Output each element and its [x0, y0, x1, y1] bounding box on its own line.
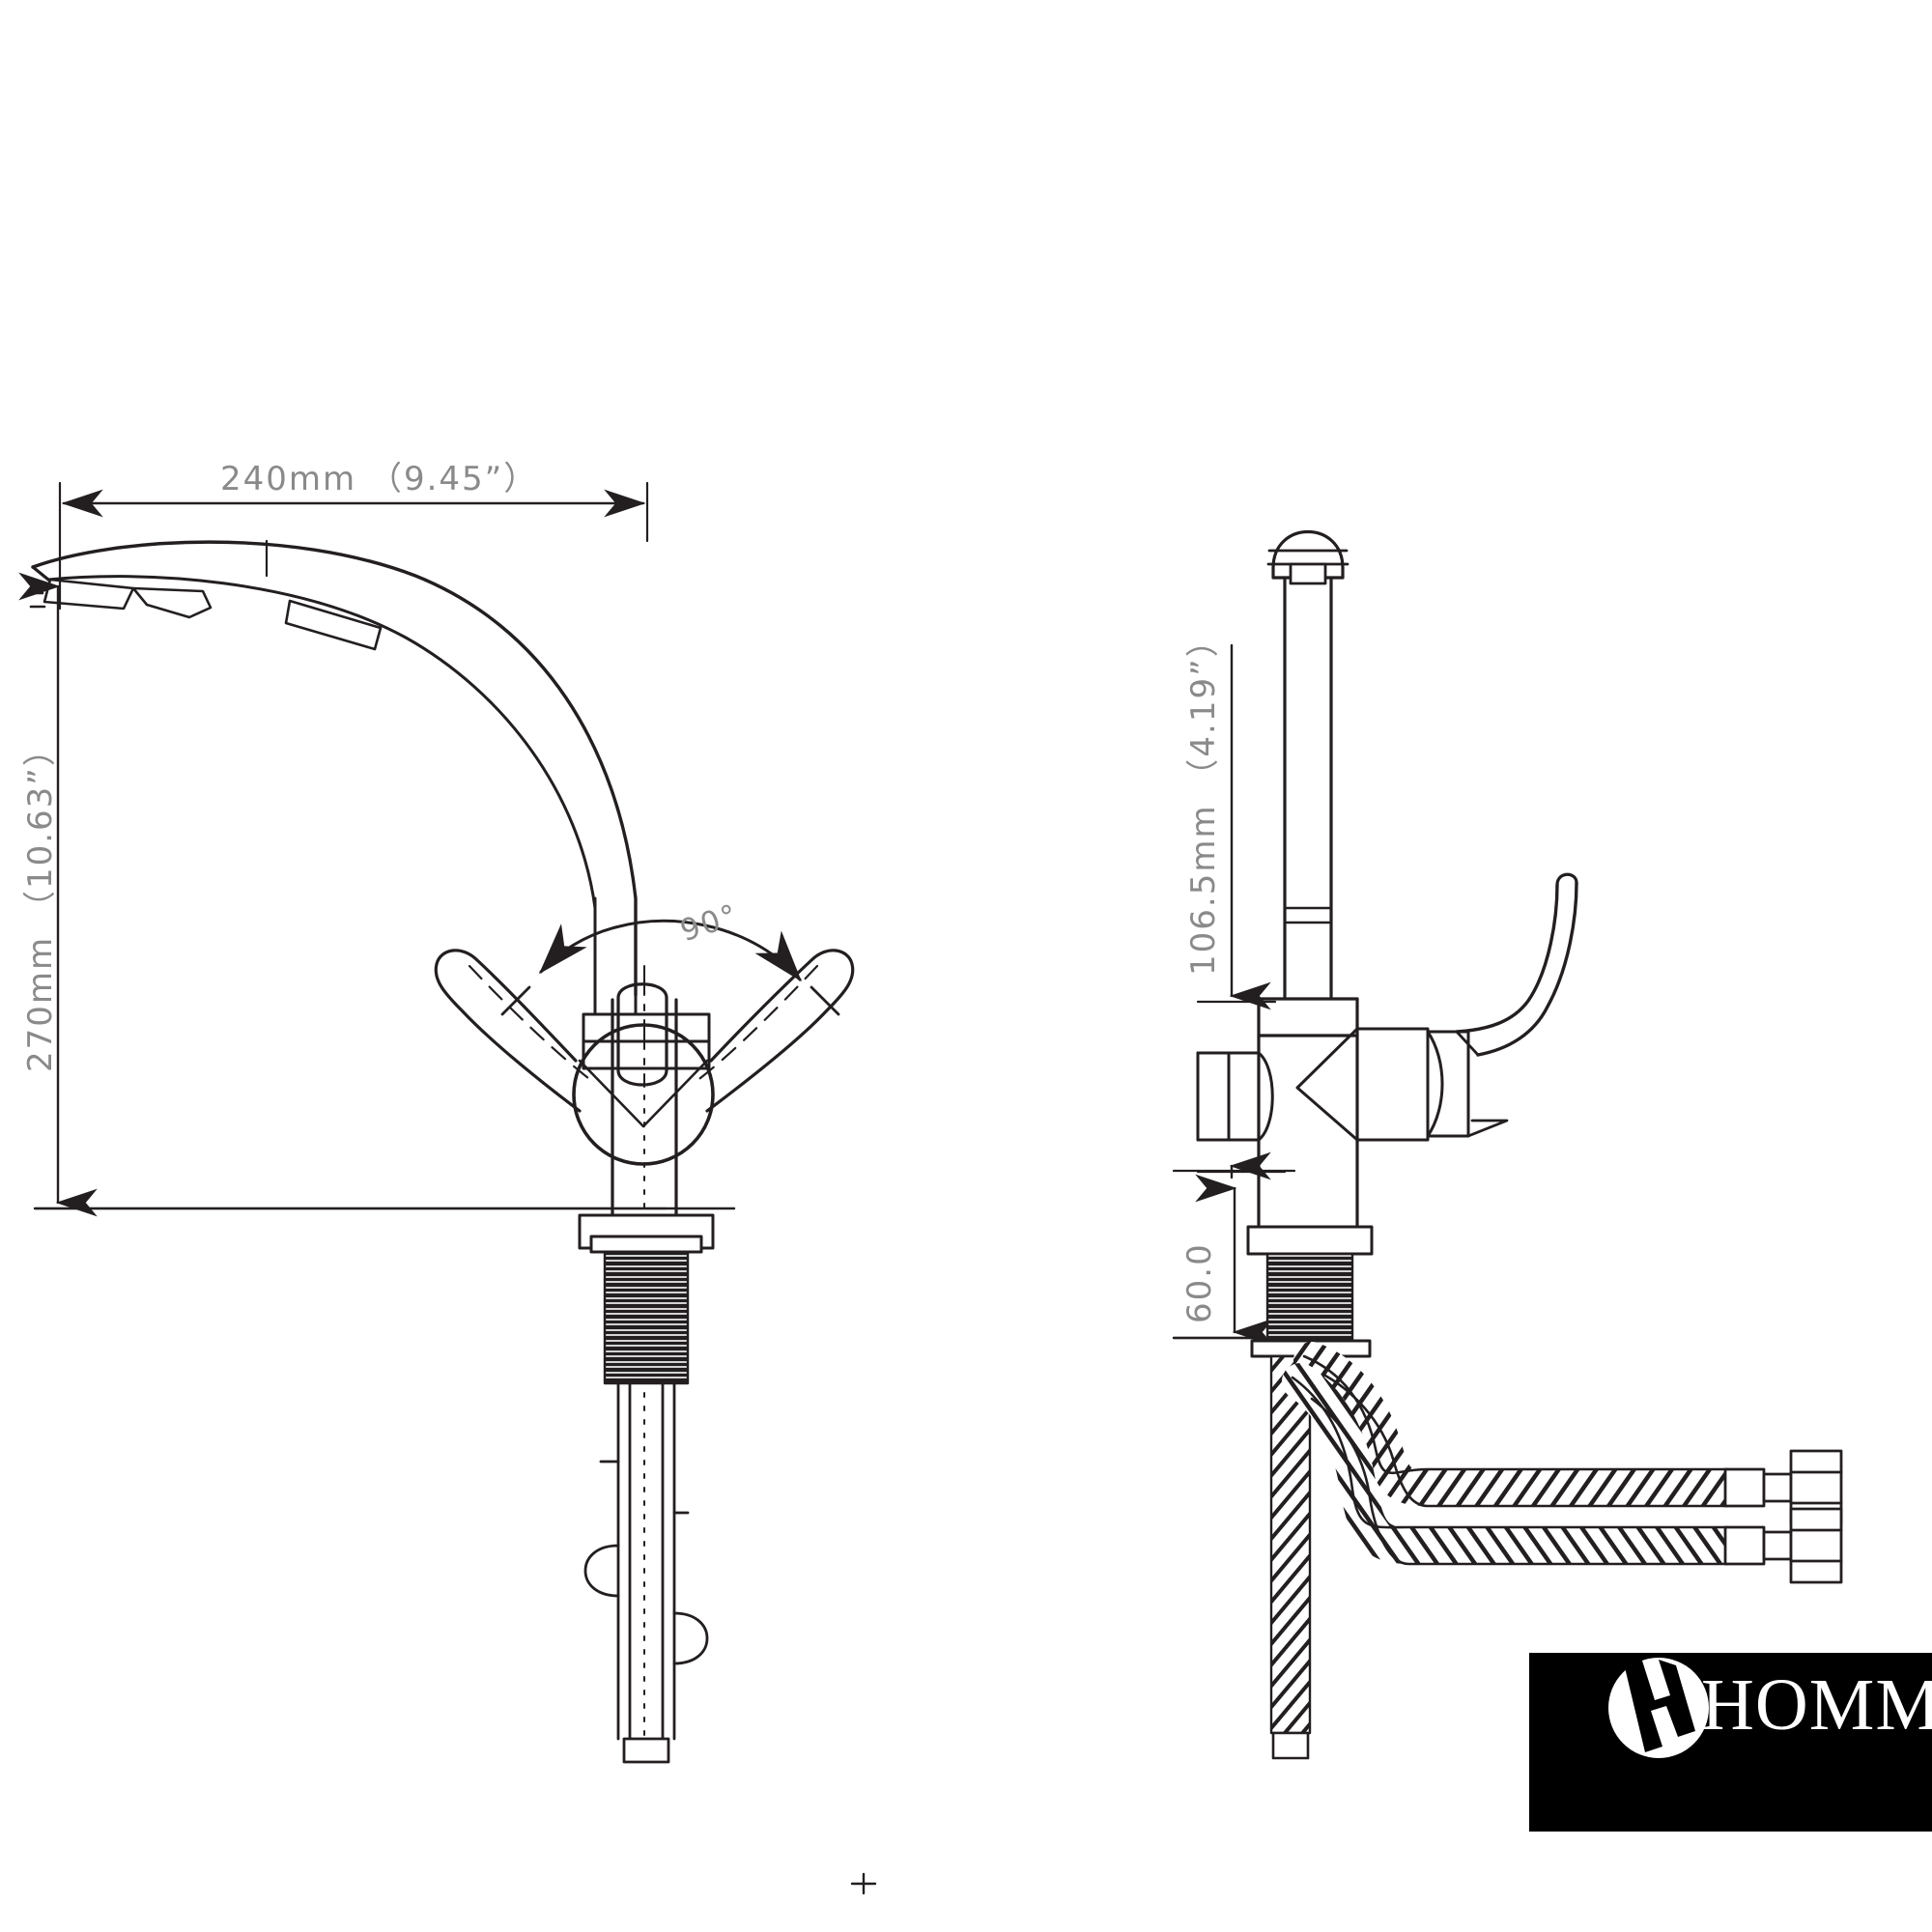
side-lever-handle-back — [1476, 881, 1578, 1057]
side-lever-root — [1455, 1030, 1480, 1057]
spout-tip-cap — [31, 565, 50, 582]
lever-hidden-lines — [468, 964, 819, 1084]
threaded-shank — [603, 1246, 690, 1385]
hose-fitting-lower — [1723, 1507, 1843, 1584]
side-braided-tail — [1269, 1354, 1312, 1735]
spout-stem — [593, 896, 638, 1014]
supply-hose-lower-outline — [1291, 1376, 1729, 1566]
supply-hose-lower — [1282, 1363, 1746, 1564]
side-spout-cap — [1271, 529, 1345, 580]
supply-hose-upper-outline — [1302, 1354, 1729, 1508]
hub-v-detail — [578, 1059, 709, 1128]
dimension-label-body-height: 106.5mm （4.19”） — [1184, 622, 1223, 976]
brand-wordmark: HOMMIX — [1701, 1664, 1932, 1746]
brand-logo: HOMMIX — [1529, 1653, 1932, 1832]
aerator-outlet — [29, 578, 383, 651]
side-spout-tube — [1283, 576, 1333, 999]
side-escutcheon — [1246, 1225, 1374, 1256]
cartridge-stem — [616, 982, 668, 1087]
body-column — [611, 998, 678, 1217]
hommix-monogram-icon — [1608, 1658, 1709, 1758]
dimension-label-shank-length: 60.0 — [1180, 1242, 1219, 1323]
front-elevation-view — [18, 481, 855, 1764]
side-elevation-view — [1172, 529, 1843, 1760]
side-body-block — [1257, 997, 1359, 1229]
registration-mark — [850, 1872, 877, 1895]
dimension-label-spout-reach: 240mm （9.45”） — [220, 460, 539, 498]
side-spout-tube-joints — [1283, 906, 1333, 924]
swivel-arrow-tails — [500, 985, 840, 1016]
supply-hose-upper — [1293, 1342, 1746, 1506]
side-lever-underside — [1466, 1119, 1509, 1138]
supply-tube — [616, 1381, 676, 1741]
dimension-label-overall-height: 270mm （10.63”） — [21, 731, 60, 1072]
swivel-arc — [538, 919, 802, 982]
side-mixer-cone — [1295, 1027, 1470, 1142]
right-lever-arm — [705, 949, 855, 1113]
side-tail-end — [1271, 1731, 1310, 1760]
tube-end-fitting — [622, 1737, 670, 1764]
side-lever-handle — [1455, 883, 1559, 1034]
mounting-flange — [589, 1235, 703, 1254]
side-spout-cap-bands — [1266, 549, 1350, 585]
handle-cartridge-box — [582, 1012, 711, 1070]
side-threaded-shank — [1265, 1252, 1354, 1343]
side-lever-tip — [1555, 872, 1578, 887]
tube-clips — [583, 1460, 709, 1665]
side-left-stub — [1196, 1051, 1274, 1142]
spout-outer-profile — [31, 540, 638, 997]
spout-inner-profile — [46, 575, 597, 997]
left-lever-arm — [434, 949, 582, 1113]
